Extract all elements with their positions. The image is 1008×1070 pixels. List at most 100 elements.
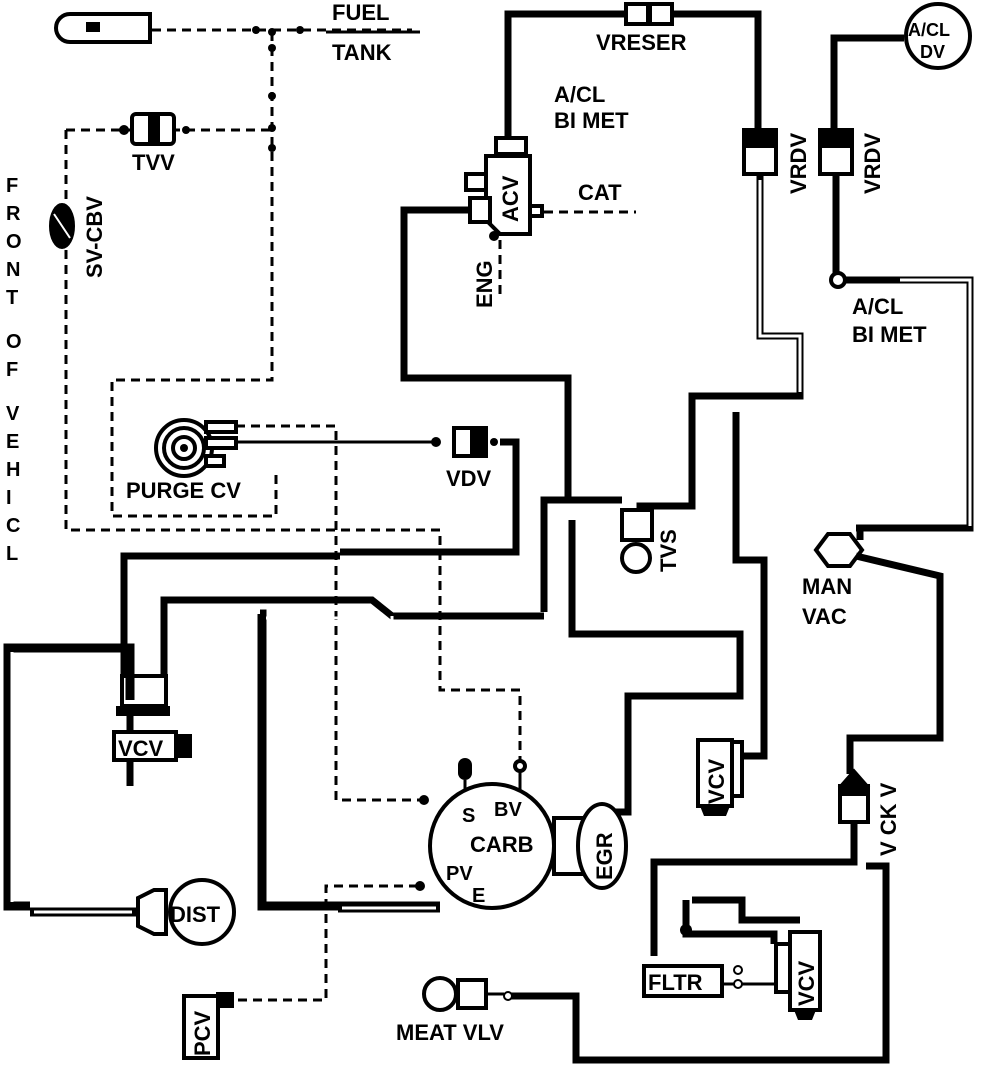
vcv-left-collar	[116, 706, 170, 716]
vckv-top	[837, 768, 871, 787]
fuel-tank-fitting-slot	[86, 22, 100, 32]
fltr-port	[733, 979, 743, 989]
purge-cv-center	[180, 444, 188, 452]
purge-cv-valve: PURGE CV	[126, 418, 441, 802]
fov-letter: F	[6, 175, 18, 197]
fuel-tank-group: FUEL TANK	[54, 0, 420, 518]
eng-label: ENG	[472, 260, 497, 308]
vrdv-right-valve: VRDV A/CL BI MET	[818, 128, 974, 532]
vckv-band	[840, 786, 868, 796]
sv-cbv-mark	[53, 213, 71, 239]
pcv-label: PCV	[190, 1010, 215, 1056]
cat-label: CAT	[578, 180, 622, 205]
egr-body	[576, 802, 628, 890]
dist-label: DIST	[170, 902, 221, 927]
acl-dv-body	[904, 2, 972, 70]
vcv-mid-tip	[700, 806, 730, 816]
acv-cap	[494, 136, 528, 156]
purge-cv-ring	[171, 435, 197, 461]
sv-cbv-line	[64, 130, 522, 760]
vrdv-left-hose-inner	[758, 180, 802, 392]
acv-tvs-hose	[400, 206, 572, 500]
dist-body	[168, 878, 236, 946]
junction-dot	[268, 92, 276, 100]
acl-dv-valve: A/CL DV	[830, 2, 972, 130]
vcv-dist-hose	[3, 643, 135, 911]
egr-valve: EGR	[576, 802, 628, 890]
sv-cbv-valve: SV-CBV	[49, 196, 107, 278]
carb-e-hose	[257, 609, 440, 911]
tvs-valve: TVS	[620, 508, 681, 574]
vcv-bottom-tip	[794, 1010, 816, 1020]
vdv-valve: VDV	[340, 426, 520, 556]
vcv-left-hose-2	[120, 552, 340, 684]
purge-cv-port	[204, 436, 238, 450]
fov-letter: L	[6, 543, 18, 565]
carb-bv-label: BV	[494, 799, 522, 821]
fov-letter: N	[6, 259, 20, 281]
vreser-body-right	[648, 2, 674, 26]
pcv-tip	[216, 992, 234, 1008]
meat-vlv-label: MEAT VLV	[396, 1020, 504, 1045]
acl-bimet-top-label-1: A/CL	[554, 82, 605, 107]
vacuum-check-valve: V CK V	[510, 768, 901, 1064]
tvs-label: TVS	[656, 529, 681, 572]
vcv-mid-collar	[730, 740, 744, 798]
junction-dot	[252, 26, 260, 34]
vreser-label: VRESER	[596, 30, 687, 55]
junction-dot	[119, 125, 129, 135]
tvv-core	[148, 114, 160, 144]
carb-s-port	[458, 758, 472, 780]
fov-letter: V	[6, 403, 20, 425]
tvs-top	[620, 508, 654, 542]
vrdv-left-top	[744, 130, 776, 148]
fltr-body	[642, 964, 724, 998]
man-label: MAN	[802, 574, 852, 599]
vckv-vcv-hose	[650, 822, 858, 956]
fuel-tank-fitting	[54, 12, 152, 44]
vrdv-right-top	[820, 130, 852, 148]
vckv-label: V CK V	[876, 782, 901, 856]
vckv-meat-hose	[510, 862, 890, 1064]
acl-bimet-right-label-1: A/CL	[852, 294, 903, 319]
tvv-valve: TVV	[64, 112, 522, 760]
acv-assembly: VRESER A/CL BI MET ACV CAT ENG	[400, 2, 762, 500]
vcv-bottom-hose-a	[682, 900, 778, 944]
pcv-dash-line	[232, 884, 418, 1002]
vreser-left-hose	[504, 10, 628, 140]
fuel-tvv-vertical	[110, 32, 278, 518]
vrdv-left-valve: VRDV	[636, 128, 811, 530]
acl-bimet-top-label-2: BI MET	[554, 108, 629, 133]
fov-letter: O	[6, 331, 22, 353]
dist-fitting	[136, 888, 168, 936]
tank-label: TANK	[332, 40, 392, 65]
acl-dv-hose	[830, 34, 904, 130]
acv-label: ACV	[498, 175, 523, 222]
acl-dv-label-bottom: DV	[920, 42, 945, 62]
vcv-left-tip	[176, 734, 192, 758]
junction-dot	[680, 924, 692, 936]
manifold-vacuum: MAN VAC	[802, 528, 944, 774]
pcv-valve: PCV	[182, 884, 418, 1060]
carb-pv-label: PV	[446, 863, 473, 885]
vdv-label: VDV	[446, 466, 492, 491]
vreser-right-hose	[672, 10, 762, 140]
fov-letter: T	[6, 287, 18, 309]
junction-dot	[268, 144, 276, 152]
junction-dot	[419, 795, 429, 805]
fov-letter: E	[6, 431, 19, 453]
acl-dv-label-top: A/CL	[908, 20, 950, 40]
vcv-bottom-collar	[774, 942, 792, 994]
fuel-label: FUEL	[332, 0, 389, 25]
egr-label: EGR	[592, 832, 617, 880]
tvs-bulb	[620, 542, 652, 574]
meat-vlv-fitting	[456, 978, 488, 1010]
vreser-body-left	[624, 2, 650, 26]
purge-cv-port	[204, 454, 226, 468]
vrdv-vcv-hose	[732, 412, 768, 760]
acv-port-right	[528, 204, 544, 218]
tvs-left-hose	[540, 496, 622, 612]
junction-dot	[489, 231, 499, 241]
sv-cbv-label: SV-CBV	[82, 196, 107, 278]
